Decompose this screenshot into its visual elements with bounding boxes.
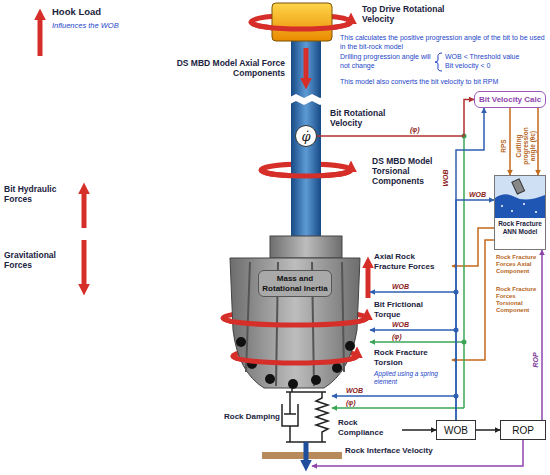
force-arrow <box>38 18 43 56</box>
edge-label: WOB <box>469 191 486 199</box>
note-text: Bit velocity < 0 <box>445 62 545 71</box>
damper-rod <box>289 392 291 414</box>
inertia-box: Mass and Rotational Inertia <box>258 270 332 297</box>
swirl-front <box>251 22 351 29</box>
note-text: Drilling progression angle will not chan… <box>340 53 436 70</box>
part-label: Rock Compliance <box>338 418 400 438</box>
cutter <box>345 341 355 351</box>
part-label: DS MBD Model Torsional Components <box>372 156 444 186</box>
cutter <box>311 375 321 385</box>
edge-label: WOB <box>442 169 450 186</box>
part-label: Rock Damping <box>224 412 280 422</box>
damper-cup <box>282 404 298 426</box>
swirl-front <box>223 318 367 325</box>
edge-label: (φ) <box>410 126 420 134</box>
signal-tag: WOB <box>346 387 363 395</box>
damper-piston <box>284 413 296 415</box>
ann-image-rock <box>495 194 545 218</box>
ann-speck <box>535 211 537 213</box>
box-text: Rock Fracture ANN Model <box>496 220 544 235</box>
part-label: Rock Fracture Torsion <box>374 348 448 368</box>
part-label: Axial Rock Fracture Forces <box>374 252 448 272</box>
connector <box>456 108 484 420</box>
wob-branch <box>370 329 456 331</box>
force-arrow <box>82 240 87 286</box>
axial-component-line <box>452 228 494 266</box>
force-arrow <box>82 192 87 228</box>
wob-branch <box>370 291 456 293</box>
model-box: Rock Fracture ANN Model <box>494 175 546 250</box>
process-box: Bit Velocity Calc <box>474 91 546 108</box>
drill-pipe <box>291 40 321 240</box>
rop-interface-line <box>312 440 523 466</box>
cutter <box>288 379 298 389</box>
edge-label: ROP <box>532 352 540 367</box>
signal-tag: (φ) <box>392 333 402 341</box>
bit-shank <box>270 236 342 258</box>
phi-branch <box>370 341 464 343</box>
velocity-arrow <box>304 442 309 462</box>
signal-tag: WOB <box>392 283 409 291</box>
symbol-text: φ̇ <box>301 130 310 143</box>
junction-dot <box>462 340 467 345</box>
note-text: This calculates the positive progression… <box>340 34 546 51</box>
top-drive <box>272 3 332 41</box>
swirl-front <box>233 356 357 363</box>
ann-cutter <box>512 179 525 194</box>
process-box: ROP <box>500 420 546 440</box>
ann-speck <box>511 210 513 212</box>
rock-strip <box>262 452 342 459</box>
connector <box>541 250 543 420</box>
phi-branch <box>332 407 464 409</box>
part-label: Gravitational Forces <box>4 250 76 270</box>
signal-label: Rock Fracture Forces Axial Component <box>496 254 540 275</box>
spring-coil <box>316 392 328 442</box>
ann-speck <box>523 203 525 205</box>
part-label: DS MBD Model Axial Force Components <box>140 58 285 78</box>
phi-bus <box>463 136 465 408</box>
note-text: WOB < Threshold value <box>445 53 545 62</box>
part-label: Top Drive Rotational Velocity <box>362 4 457 24</box>
spring-bar <box>286 391 326 393</box>
swirl-front <box>261 170 351 176</box>
note-text: This model also converts the bit velocit… <box>340 78 546 87</box>
brace <box>435 53 442 71</box>
connector <box>456 200 494 420</box>
velocity-symbol: φ̇ <box>295 125 317 147</box>
connector <box>537 108 539 175</box>
part-label: Bit Hydraulic Forces <box>4 184 66 204</box>
part-label: Rock Interface Velocity <box>345 446 470 456</box>
process-box: WOB <box>436 420 476 440</box>
signal-tag: WOB <box>392 321 409 329</box>
signal-tag: (φ) <box>346 399 356 407</box>
note-text: Applied using a spring element <box>374 370 448 386</box>
box-text: ROP <box>512 425 534 436</box>
box-text: Mass and Rotational Inertia <box>262 274 328 293</box>
signal-label: Rock Fracture Forces Torsional Component <box>496 286 540 314</box>
cutter <box>265 374 275 384</box>
ann-speck <box>501 205 503 207</box>
pipe-break <box>288 94 322 105</box>
part-label: Bit Rotational Velocity <box>330 108 402 128</box>
damper-rod <box>289 426 291 442</box>
force-arrow <box>366 266 371 298</box>
compliance-line <box>402 429 436 431</box>
force-arrow <box>304 48 309 80</box>
wob-branch <box>332 395 456 397</box>
connector <box>509 108 511 175</box>
part-label: Hook Load <box>52 6 132 17</box>
connector <box>476 429 500 431</box>
edge-label: Cutting progression angle (θc) <box>515 126 536 166</box>
connector <box>317 100 474 137</box>
note-text: Influences the WOB <box>52 21 152 30</box>
cutter <box>332 363 342 373</box>
cutter <box>236 337 246 347</box>
part-label: Bit Frictional Torque <box>374 300 448 320</box>
edge-label: RPS <box>500 139 507 152</box>
box-text: Bit Velocity Calc <box>478 95 542 104</box>
ann-image-bg <box>495 176 545 218</box>
box-text: WOB <box>444 425 468 436</box>
